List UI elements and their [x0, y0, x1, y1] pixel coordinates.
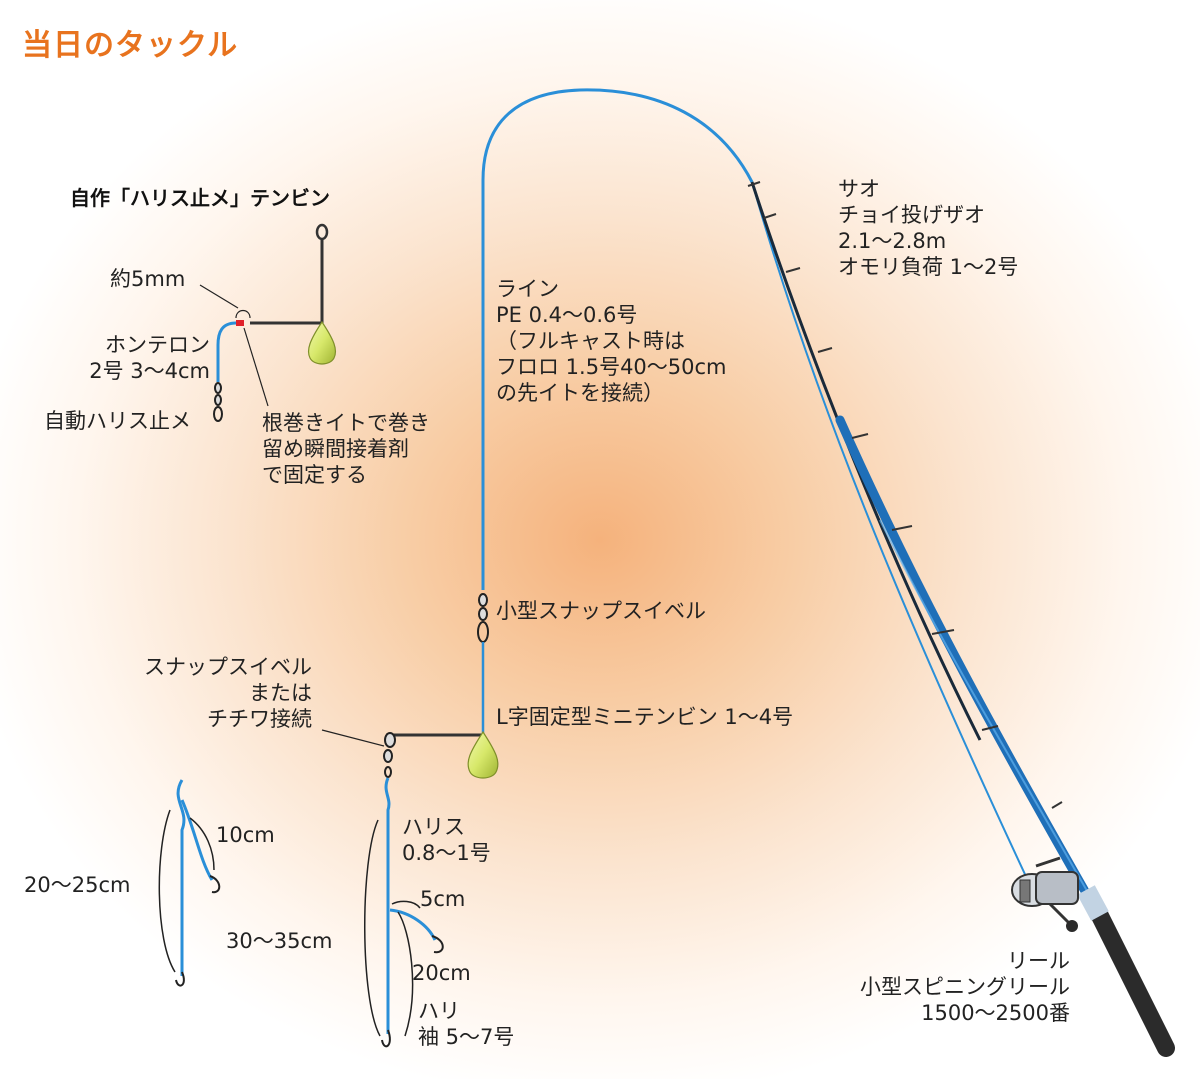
snap-swivel-label: 小型スナップスイベル — [496, 599, 706, 623]
harisu-label: ハリス 0.8〜1号 — [402, 815, 491, 865]
rod-label: サオ チョイ投げザオ 2.1〜2.8m オモリ負荷 1〜2号 — [838, 177, 1019, 279]
rigged-harisu — [364, 777, 444, 1048]
reel-icon — [1011, 856, 1079, 932]
len-20-25cm-label: 20〜25cm — [24, 873, 131, 897]
hook-label: ハリ 袖 5〜7号 — [418, 999, 515, 1049]
page-title: 当日のタックル — [22, 28, 239, 63]
honteron-label: ホンテロン 2号 3〜4cm — [89, 333, 210, 383]
len-5cm-label: 5cm — [420, 887, 466, 911]
snap-swivel-icon — [477, 593, 489, 643]
main-line — [481, 88, 754, 590]
l-tenbin — [386, 733, 485, 745]
rod-guides — [747, 181, 1063, 809]
len-30-35cm-label: 30〜35cm — [226, 929, 333, 953]
tenbin-swivel-icon — [383, 732, 396, 778]
reel-label: リール 小型スピニングリール 1500〜2500番 — [860, 949, 1070, 1025]
len-10cm-label: 10cm — [216, 823, 275, 847]
homemade-tenbin — [199, 223, 329, 422]
l-tenbin-weight — [467, 730, 499, 779]
connect-label: スナップスイベル または チチワ接続 — [144, 655, 312, 731]
gap-label: 約5mm — [110, 267, 186, 291]
line-label: ライン PE 0.4〜0.6号 （フルキャスト時は フロロ 1.5号40〜50c… — [496, 277, 727, 405]
homemade-tenbin-weight — [307, 320, 337, 365]
binding-label: 根巻きイトで巻き 留め瞬間接着剤 で固定する — [262, 411, 430, 487]
tenbin-title: 自作「ハリス止メ」テンビン — [70, 186, 330, 210]
harisu-template — [158, 779, 221, 987]
len-20cm-label: 20cm — [412, 961, 471, 985]
auto-stopper-label: 自動ハリス止メ — [44, 409, 191, 433]
rod-blank — [835, 415, 1095, 905]
guide-line — [751, 181, 1031, 886]
l-tenbin-label: L字固定型ミニテンビン 1〜4号 — [496, 705, 794, 729]
rod-grip — [1083, 891, 1175, 1057]
